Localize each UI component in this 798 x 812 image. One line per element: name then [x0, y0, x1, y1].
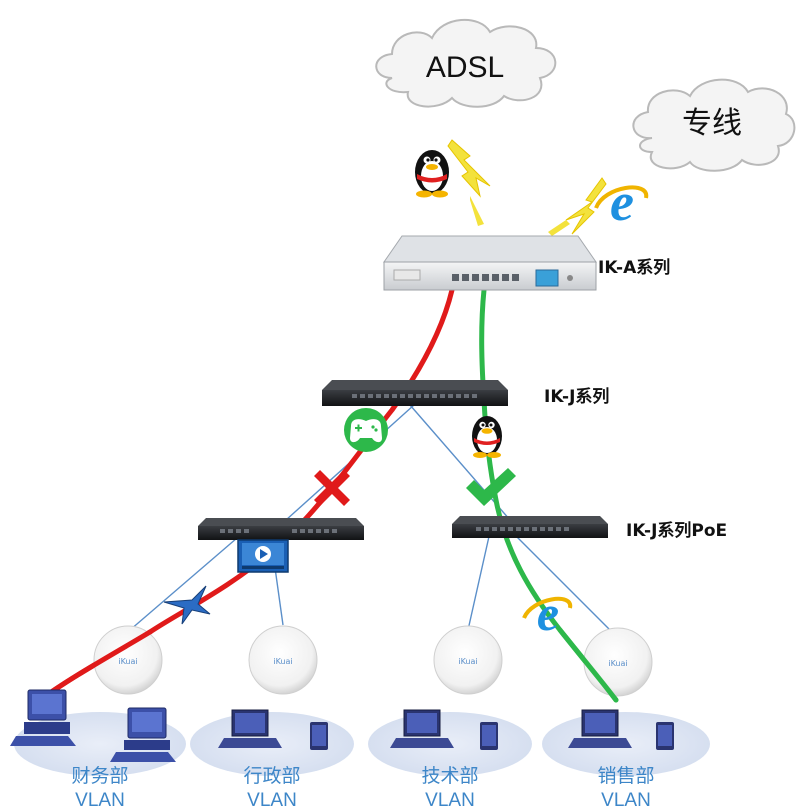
access-point: iKuai [433, 625, 503, 695]
laptop-icon [218, 709, 282, 748]
ie-browser-icon: e [522, 585, 573, 641]
gamepad-icon [344, 408, 388, 452]
dept-vlan-tech: VLAN [425, 790, 475, 811]
lightning-icon [447, 139, 491, 226]
access-point: iKuai [583, 627, 653, 697]
access-point: iKuai [248, 625, 318, 695]
allowed-traffic-path-tail [557, 627, 619, 703]
check-icon [466, 468, 516, 506]
tablet-icon [310, 722, 328, 750]
router-label: IK-A系列 [598, 257, 670, 278]
svg-text:iKuai: iKuai [118, 657, 137, 666]
dept-name-tech: 技术部 [421, 765, 478, 787]
core-switch-label: IK-J系列 [544, 386, 609, 407]
leased-line-label: 专线 [682, 107, 742, 140]
lightning-icon [548, 177, 607, 236]
adsl-label: ADSL [426, 51, 504, 84]
ie-browser-icon: e [594, 172, 649, 232]
svg-text:iKuai: iKuai [608, 659, 627, 668]
dept-vlan-sales: VLAN [601, 790, 651, 811]
svg-text:e: e [537, 585, 559, 641]
adsl-cloud: ADSL [375, 19, 557, 108]
svg-text:e: e [610, 172, 634, 232]
poe-switch-label: IK-J系列PoE [626, 520, 727, 541]
access-point: iKuai [93, 625, 163, 695]
desktop-computer-icon [110, 707, 176, 762]
tablet-icon [656, 722, 674, 750]
dept-name-admin: 行政部 [243, 765, 300, 787]
qq-penguin-icon [472, 416, 502, 458]
dept-vlan-admin: VLAN [247, 790, 297, 811]
access-switch-poe [452, 516, 608, 538]
leased-line-cloud: 专线 [632, 78, 796, 172]
dept-vlan-finance: VLAN [75, 790, 125, 811]
svg-text:iKuai: iKuai [273, 657, 292, 666]
router-ik-a [383, 235, 597, 291]
dept-name-finance: 财务部 [71, 765, 128, 787]
laptop-icon [390, 709, 454, 748]
cross-icon [314, 470, 350, 506]
tablet-icon [480, 722, 498, 750]
access-switch-left [198, 518, 364, 540]
desktop-computer-icon [10, 689, 76, 746]
laptop-icon [568, 709, 632, 748]
qq-penguin-icon [415, 150, 449, 198]
core-switch-ik-j [322, 380, 508, 406]
svg-text:iKuai: iKuai [458, 657, 477, 666]
video-player-icon [237, 539, 289, 573]
bird-icon [163, 585, 211, 625]
dept-name-sales: 销售部 [597, 765, 654, 787]
